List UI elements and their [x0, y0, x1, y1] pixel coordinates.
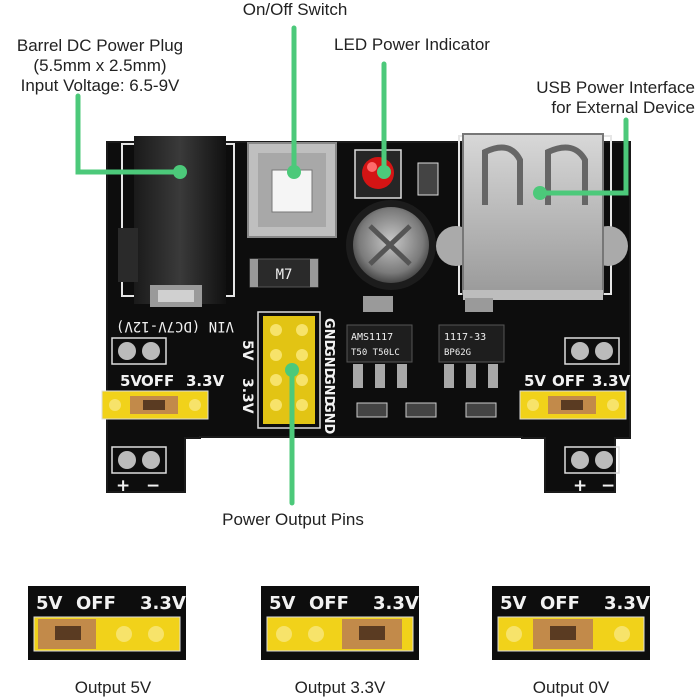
header-gnd-3: GND: [321, 374, 336, 407]
header-gnd-2: GND: [321, 346, 336, 379]
power-led: [354, 149, 439, 199]
output-terminal-left-bottom: [111, 446, 167, 474]
caption-output-0v: Output 0V: [532, 678, 610, 697]
callout-dot-switch: [287, 165, 301, 179]
reg-right-line2: BP62G: [444, 348, 471, 358]
right-33v-label: 3.3V: [592, 372, 631, 390]
vin-silkscreen: VIN (DC7V-12V): [116, 318, 234, 334]
diode-label: M7: [276, 267, 293, 283]
smd-components: [356, 402, 497, 418]
reg-right-line1: 1117-33: [444, 332, 486, 343]
output-terminal-right-bottom: [564, 446, 620, 474]
header-gnd-4: GND: [321, 402, 336, 435]
callout-line-usb: [537, 117, 629, 196]
left-minus: −: [146, 476, 160, 496]
reg-left-line1: AMS1117: [351, 332, 393, 343]
usb-port: [436, 133, 628, 300]
callout-dot-barrel: [173, 165, 187, 179]
jumper-example-0v: 5V OFF 3.3V: [492, 586, 650, 660]
capacitor: [346, 200, 436, 312]
left-5v-label: 5V: [120, 372, 142, 390]
diode-m7: M7: [249, 258, 319, 288]
jumper-example-5v: 5V OFF 3.3V: [28, 586, 186, 660]
right-minus: −: [601, 476, 615, 496]
power-output-pins-label: Power Output Pins: [222, 510, 364, 529]
callout-dot-led: [377, 165, 391, 179]
callout-dot-output: [285, 363, 299, 377]
ex3-off: OFF: [540, 593, 580, 614]
ex1-33v: 3.3V: [140, 593, 186, 614]
right-plus: +: [573, 476, 587, 496]
barrel-plug-line2: (5.5mm x 2.5mm): [33, 56, 167, 75]
ex2-33v: 3.3V: [373, 593, 419, 614]
right-5v-label: 5V: [524, 372, 546, 390]
usb-interface-label: USB Power Interface for External Device: [490, 78, 695, 118]
barrel-plug-line3: Input Voltage: 6.5-9V: [20, 76, 180, 95]
on-off-switch-label: On/Off Switch: [242, 0, 348, 19]
header-gnd-1: GND: [321, 318, 336, 351]
right-jumper-header: [519, 390, 627, 420]
led-indicator-label: LED Power Indicator: [334, 35, 490, 54]
regulator-left: AMS1117 T50 T50LC: [346, 324, 413, 388]
jumper-example-33v: 5V OFF 3.3V: [261, 586, 419, 660]
barrel-plug-label: Barrel DC Power Plug (5.5mm x 2.5mm) Inp…: [0, 36, 200, 96]
output-terminal-left-top: [111, 337, 167, 365]
reg-left-line2: T50 T50LC: [351, 348, 400, 358]
ex1-5v: 5V: [36, 593, 63, 614]
barrel-plug-line1: Barrel DC Power Plug: [16, 36, 184, 55]
caption-output-5v: Output 5V: [74, 678, 152, 697]
callout-lines: [75, 25, 629, 506]
left-off-label: OFF: [141, 372, 174, 390]
callout-line-barrel: [75, 93, 183, 175]
usb-interface-line2: for External Device: [551, 98, 695, 117]
header-5v-label: 5V: [239, 340, 255, 361]
ex1-off: OFF: [76, 593, 116, 614]
regulator-right: 1117-33 BP62G: [438, 324, 505, 388]
usb-interface-line1: USB Power Interface: [536, 78, 695, 97]
caption-output-33v: Output 3.3V: [294, 678, 386, 697]
left-jumper-header: [101, 390, 209, 420]
callout-dot-usb: [533, 186, 547, 200]
header-33v-label: 3.3V: [239, 378, 255, 414]
ex2-5v: 5V: [269, 593, 296, 614]
left-33v-label: 3.3V: [186, 372, 225, 390]
barrel-jack: [118, 136, 226, 307]
output-terminal-right-top: [564, 337, 620, 365]
ex3-5v: 5V: [500, 593, 527, 614]
ex2-off: OFF: [309, 593, 349, 614]
right-off-label: OFF: [552, 372, 585, 390]
left-plus: +: [116, 476, 130, 496]
ex3-33v: 3.3V: [604, 593, 650, 614]
